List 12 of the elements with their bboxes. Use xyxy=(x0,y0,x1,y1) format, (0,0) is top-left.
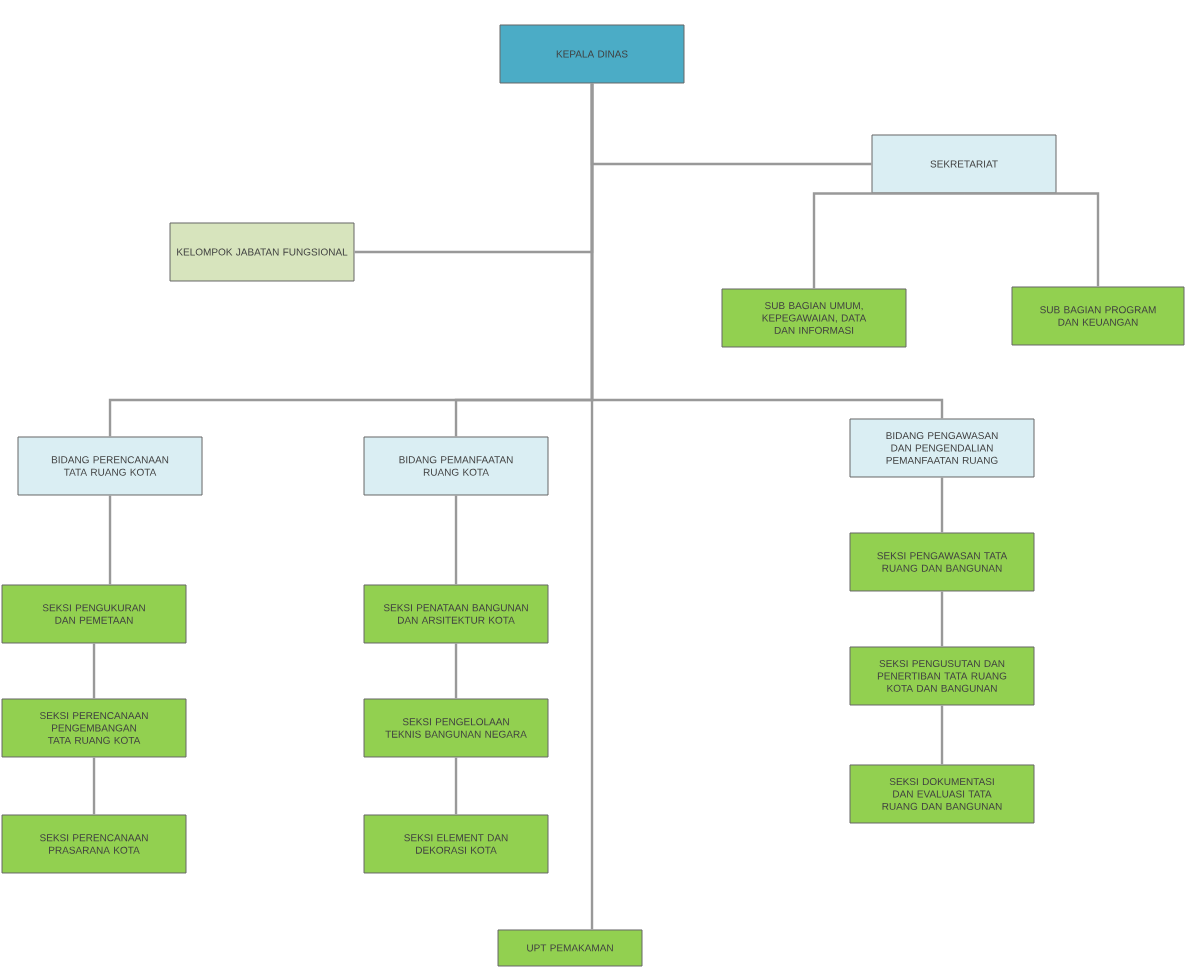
connector-line xyxy=(940,705,944,765)
connector-line xyxy=(454,643,458,699)
connector-line xyxy=(454,495,458,585)
connector-line xyxy=(454,757,458,815)
connector-line xyxy=(108,495,112,585)
connector-line xyxy=(92,643,96,699)
connector-line xyxy=(940,477,944,533)
connector-line xyxy=(590,83,594,930)
connector-line xyxy=(964,192,1100,287)
connector-line xyxy=(940,591,944,647)
connector-line xyxy=(812,192,964,289)
connector-line xyxy=(92,757,96,815)
